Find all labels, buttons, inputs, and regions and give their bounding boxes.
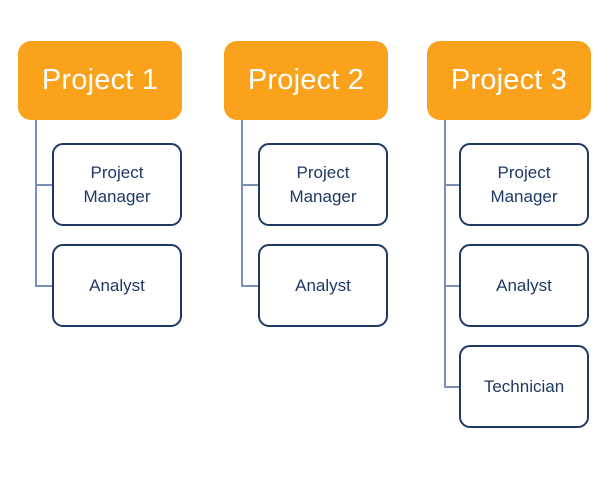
project-3-manager-label: Project Manager (490, 162, 558, 206)
connector-elbow-project-1-analyst (35, 285, 52, 287)
connector-elbow-project-3-technician (444, 386, 461, 388)
project-1-manager-label: Project Manager (83, 162, 151, 206)
project-2-header-box[interactable]: Project 2 (224, 41, 388, 120)
project-2-header-label: Project 2 (247, 64, 365, 96)
project-3-header-box[interactable]: Project 3 (427, 41, 591, 120)
project-1-analyst-box[interactable]: Analyst (52, 244, 182, 327)
project-1-manager-box[interactable]: Project Manager (52, 143, 182, 226)
connector-elbow-project-3-manager (444, 184, 461, 186)
project-1-header-box[interactable]: Project 1 (18, 41, 182, 120)
project-2-manager-label: Project Manager (289, 162, 357, 206)
project-3-header-label: Project 3 (450, 64, 568, 96)
connector-vertical-project-2 (241, 120, 243, 286)
connector-vertical-project-1 (35, 120, 37, 286)
connector-elbow-project-3-analyst (444, 285, 461, 287)
project-2-analyst-label: Analyst (295, 275, 351, 295)
connector-elbow-project-1-manager (35, 184, 52, 186)
connector-elbow-project-2-analyst (241, 285, 258, 287)
project-3-manager-box[interactable]: Project Manager (459, 143, 589, 226)
project-2-manager-box[interactable]: Project Manager (258, 143, 388, 226)
project-1-header-label: Project 1 (41, 64, 159, 96)
project-3-technician-box[interactable]: Technician (459, 345, 589, 428)
project-1-analyst-label: Analyst (89, 275, 145, 295)
project-3-technician-label: Technician (483, 376, 565, 396)
project-2-analyst-box[interactable]: Analyst (258, 244, 388, 327)
project-3-analyst-label: Analyst (496, 275, 552, 295)
connector-elbow-project-2-manager (241, 184, 258, 186)
project-3-analyst-box[interactable]: Analyst (459, 244, 589, 327)
connector-vertical-project-3 (444, 120, 446, 387)
